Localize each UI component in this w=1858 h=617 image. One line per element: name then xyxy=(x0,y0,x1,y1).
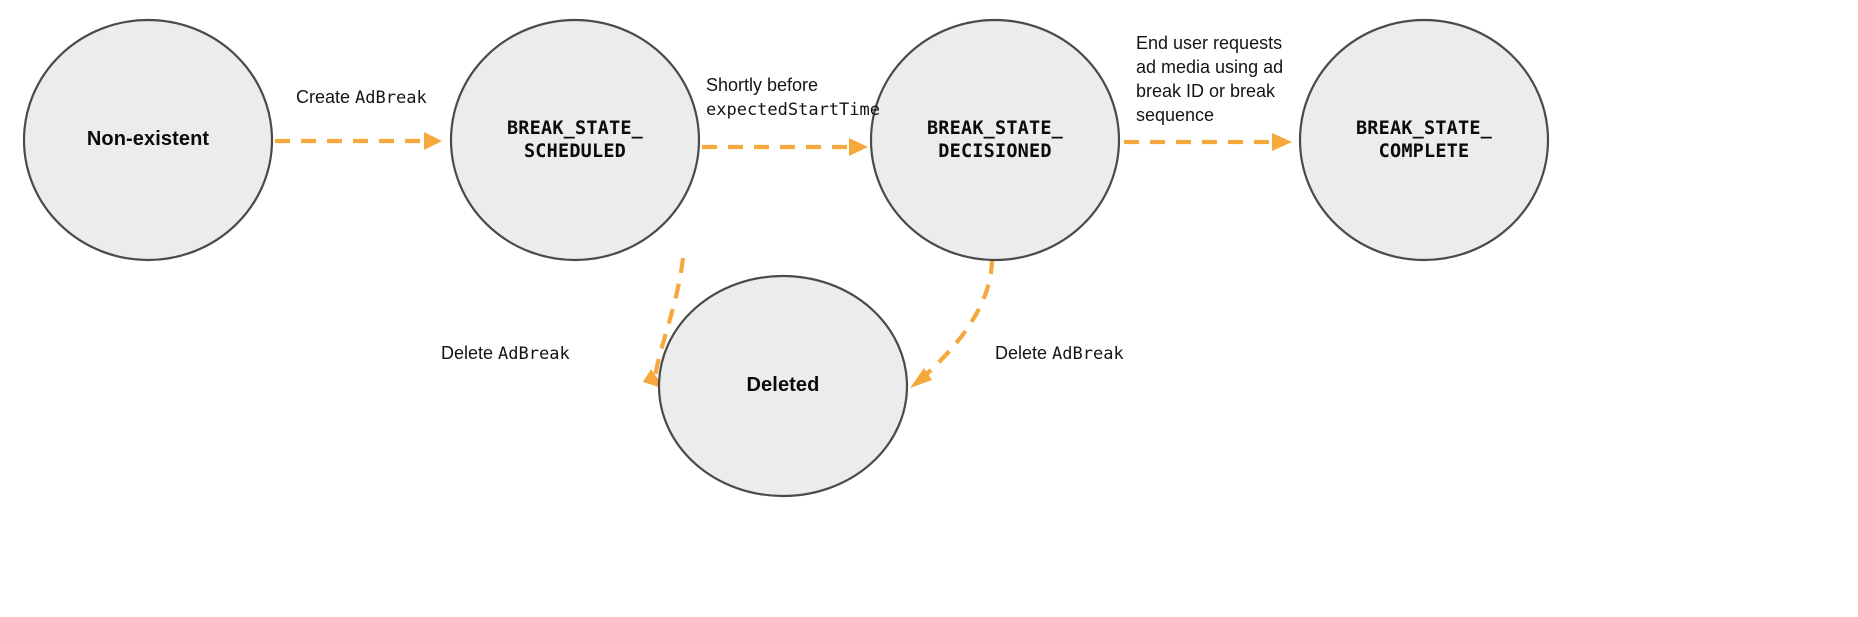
node-deleted[interactable] xyxy=(657,274,909,498)
edges-layer xyxy=(275,132,1292,389)
node-break-state-decisioned[interactable] xyxy=(869,18,1121,262)
node-non-existent[interactable] xyxy=(22,18,274,262)
arrowhead-shortly-before-expectedstarttime xyxy=(849,138,868,156)
arrowhead-delete-adbreak-from-decisioned xyxy=(910,368,932,388)
node-break-state-complete[interactable] xyxy=(1298,18,1550,262)
edge-delete-adbreak-from-scheduled xyxy=(652,257,686,383)
nodes-layer xyxy=(22,18,1550,498)
arrowhead-create-adbreak xyxy=(424,132,442,150)
edge-delete-adbreak-from-decisioned xyxy=(918,258,995,382)
node-break-state-scheduled[interactable] xyxy=(449,18,701,262)
arrowhead-end-user-requests-ad-media xyxy=(1272,133,1292,151)
